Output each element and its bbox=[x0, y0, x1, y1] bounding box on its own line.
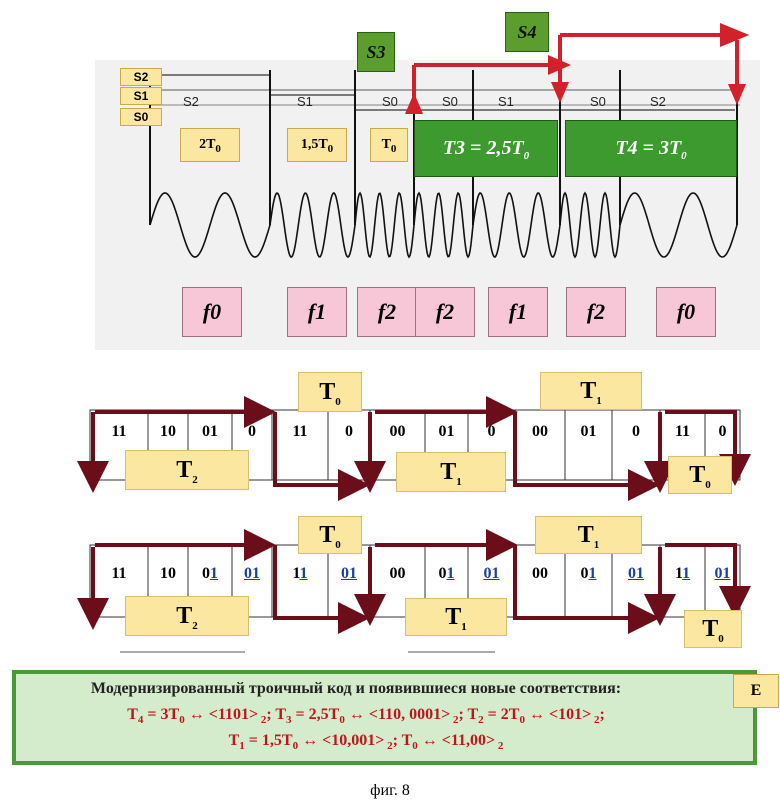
table-cell: 01 bbox=[705, 565, 740, 583]
level-s0: S0 bbox=[120, 108, 162, 126]
row1-label-t0b: T0 bbox=[668, 456, 732, 494]
legend-box: Модернизированный троичный код и появивш… bbox=[12, 670, 757, 765]
freq-box: f1 bbox=[287, 287, 347, 337]
table-cell: 10 bbox=[148, 565, 188, 583]
table-cell: 11 bbox=[90, 565, 148, 583]
table-cell: 01 bbox=[425, 565, 468, 583]
duration-t3: T3 = 2,5T0 bbox=[414, 120, 558, 177]
row1-label-t2: T2 bbox=[125, 450, 249, 490]
row2-label-t0: T0 bbox=[298, 516, 362, 554]
table-cell: 00 bbox=[515, 423, 565, 441]
table-cell: 0 bbox=[232, 423, 272, 441]
table-cell: 0 bbox=[328, 423, 370, 441]
state-label: S1 bbox=[297, 94, 313, 109]
freq-box: f2 bbox=[357, 287, 417, 337]
figure-caption: фиг. 8 bbox=[0, 782, 780, 800]
fsk-waveform bbox=[150, 193, 737, 257]
legend-line-2: T1 = 1,5T0 ↔ <10,001> 2; T0 ↔ <11,00> 2 bbox=[16, 732, 716, 752]
table-cell: 10 bbox=[148, 423, 188, 441]
table-cell: 11 bbox=[90, 423, 148, 441]
row1-label-t1: T1 bbox=[540, 372, 642, 410]
row1-label-t1b: T1 bbox=[396, 452, 506, 492]
table-cell: 11 bbox=[660, 565, 705, 583]
state-label: S0 bbox=[382, 94, 398, 109]
code-tables-svg bbox=[0, 360, 780, 660]
table-cell: 01 bbox=[565, 565, 612, 583]
row2-label-t0b: T0 bbox=[684, 610, 742, 648]
table-cell: 0 bbox=[705, 423, 740, 441]
badge-e: E bbox=[733, 674, 779, 708]
table-cell: 01 bbox=[612, 565, 660, 583]
table-cell: 01 bbox=[232, 565, 272, 583]
table-cell: 00 bbox=[370, 565, 425, 583]
freq-box: f0 bbox=[182, 287, 242, 337]
state-label: S2 bbox=[650, 94, 666, 109]
state-label: S2 bbox=[183, 94, 199, 109]
state-label: S0 bbox=[590, 94, 606, 109]
row2-label-t1: T1 bbox=[535, 516, 642, 554]
level-s1: S1 bbox=[120, 87, 162, 105]
table-cell: 11 bbox=[272, 565, 328, 583]
legend-line-1: T4 = 3T0 ↔ <1101> 2; T3 = 2,5T0 ↔ <110, … bbox=[16, 706, 716, 726]
table-cell: 01 bbox=[468, 565, 515, 583]
table-cell: 11 bbox=[272, 423, 328, 441]
freq-box: f2 bbox=[566, 287, 626, 337]
table-cell: 01 bbox=[425, 423, 468, 441]
freq-box: f2 bbox=[415, 287, 475, 337]
table-cell: 11 bbox=[660, 423, 705, 441]
row1-label-t0: T0 bbox=[298, 372, 362, 412]
row2-label-t1b: T1 bbox=[405, 598, 507, 636]
state-label: S0 bbox=[442, 94, 458, 109]
state-label: S1 bbox=[498, 94, 514, 109]
legend-title: Модернизированный троичный код и появивш… bbox=[16, 680, 696, 698]
duration-2t: 2T0 bbox=[180, 128, 240, 162]
table-cell: 01 bbox=[565, 423, 612, 441]
table-cell: 01 bbox=[188, 423, 232, 441]
table-cell: 0 bbox=[612, 423, 660, 441]
freq-box: f0 bbox=[656, 287, 716, 337]
duration-1-5t: 1,5T0 bbox=[287, 128, 347, 162]
table-cell: 01 bbox=[328, 565, 370, 583]
row2-label-t2: T2 bbox=[125, 596, 249, 636]
duration-t4: T4 = 3T0 bbox=[565, 120, 737, 177]
freq-box: f1 bbox=[488, 287, 548, 337]
table-cell: 0 bbox=[468, 423, 515, 441]
symbol-s3: S3 bbox=[357, 32, 395, 72]
level-s2: S2 bbox=[120, 68, 162, 86]
table-cell: 00 bbox=[515, 565, 565, 583]
table-cell: 00 bbox=[370, 423, 425, 441]
duration-t: T0 bbox=[370, 128, 408, 162]
table-cell: 01 bbox=[188, 565, 232, 583]
symbol-s4: S4 bbox=[505, 12, 549, 52]
